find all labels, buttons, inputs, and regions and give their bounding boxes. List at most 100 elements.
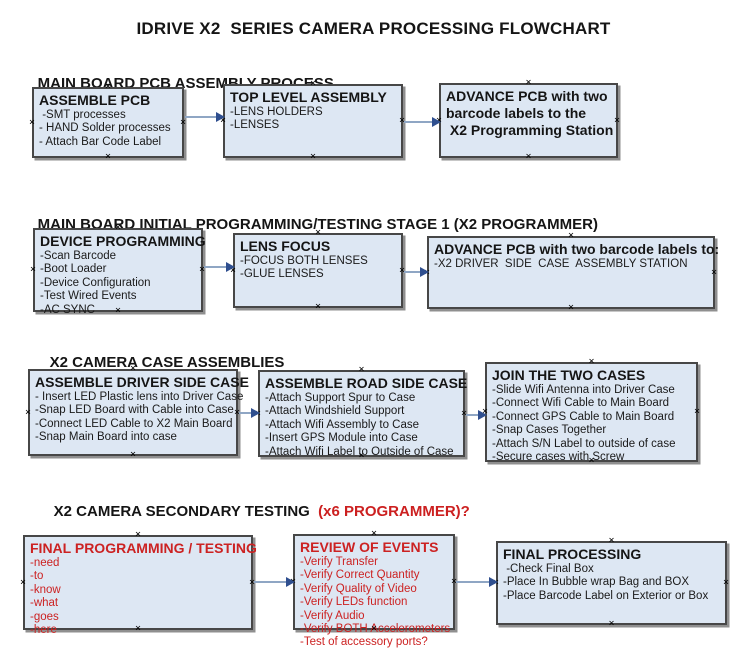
- box-item: -Test Wired Events: [40, 290, 137, 303]
- box-item: -Snap Cases Together: [492, 424, 607, 437]
- glue-point-icon: ×: [613, 114, 620, 126]
- section-heading-red-text: (x6 PROGRAMMER)?: [318, 503, 470, 520]
- box-item: -what: [30, 597, 59, 610]
- flow-box-top-level-assembly[interactable]: TOP LEVEL ASSEMBLY -LENS HOLDERS-LENSES …: [220, 79, 405, 162]
- box-item: -LENSES: [230, 119, 280, 132]
- section-heading-secondary-testing: X2 CAMERA SECONDARY TESTING (x6 PROGRAMM…: [37, 486, 470, 520]
- box-item-list: -Attach Support Spur to Case-Attach Wind…: [265, 392, 461, 459]
- box-item: -Attach S/N Label to outside of case: [492, 437, 676, 450]
- box-item: -Verify Transfer: [300, 556, 378, 568]
- box-item-list: -LENS HOLDERS-LENSES: [230, 106, 399, 133]
- glue-point-icon: ×: [588, 356, 595, 367]
- connector-arrow[interactable]: [456, 577, 498, 587]
- glue-point-icon: ×: [25, 406, 32, 418]
- box-item: -Verify Correct Quantity: [300, 569, 420, 582]
- connector-arrow[interactable]: [404, 117, 441, 127]
- box-title: JOIN THE TWO CASES: [492, 367, 646, 383]
- glue-point-icon: ×: [20, 576, 27, 588]
- connector-arrow[interactable]: [254, 577, 295, 587]
- box-title: ASSEMBLE PCB: [39, 92, 151, 108]
- connector-arrow[interactable]: [185, 112, 225, 122]
- box-item: -Test of accessory ports?: [300, 636, 428, 649]
- box-item-list: -Verify Transfer-Verify Correct Quantity…: [300, 556, 451, 650]
- flow-box-review-of-events[interactable]: REVIEW OF EVENTS -Verify Transfer-Verify…: [290, 529, 457, 649]
- glue-point-icon: ×: [358, 364, 365, 375]
- box-item: -to: [30, 570, 44, 583]
- flow-box-assemble-driver-side-case[interactable]: ASSEMBLE DRIVER SIDE CASE - Insert LED P…: [25, 364, 249, 460]
- box-title: FINAL PROGRAMMING / TESTING: [30, 540, 257, 556]
- box-title: REVIEW OF EVENTS: [300, 539, 439, 555]
- connector-arrow[interactable]: [404, 267, 429, 277]
- flow-box-final-processing[interactable]: FINAL PROCESSING -Check Final Box-Place …: [493, 536, 729, 629]
- box-title: FINAL PROCESSING: [503, 546, 642, 562]
- box-item-list: barcode labels to the X2 Programming Sta…: [446, 105, 614, 139]
- box-item: -Connect GPS Cable to Main Board: [492, 410, 675, 423]
- glue-point-icon: ×: [722, 577, 729, 588]
- connector-arrow[interactable]: [466, 410, 487, 420]
- section-heading-case-assemblies: X2 CAMERA CASE ASSEMBLIES: [33, 337, 285, 371]
- box-item-list: -need-to-know-what-goes-here: [30, 557, 249, 637]
- box-item-list: -FOCUS BOTH LENSES-GLUE LENSES: [240, 255, 399, 282]
- box-item: -Verify Quality of Video: [300, 582, 417, 595]
- box-item: -Scan Barcode: [40, 250, 117, 262]
- box-item: -Attach Support Spur to Case: [265, 392, 416, 404]
- glue-point-icon: ×: [29, 116, 36, 128]
- box-item: -Snap LED Board with Cable into Case: [35, 404, 234, 417]
- glue-point-icon: ×: [130, 449, 137, 460]
- box-item: -Verify BOTH Accelerometers: [300, 623, 451, 636]
- box-item: -Attach Windshield Support: [265, 405, 405, 418]
- glue-point-icon: ×: [315, 301, 322, 312]
- box-item: -Slide Wifi Antenna into Driver Case: [492, 384, 675, 396]
- flow-box-advance-pcb-programming-station[interactable]: ADVANCE PCB with two barcode labels to t…: [436, 78, 620, 162]
- box-title: ADVANCE PCB with two barcode labels to:: [434, 241, 720, 257]
- glue-point-icon: ×: [525, 151, 532, 162]
- glue-point-icon: ×: [710, 266, 717, 278]
- box-item: -Place Barcode Label on Exterior or Box: [503, 589, 709, 602]
- box-item-list: -Scan Barcode-Boot Loader-Device Configu…: [40, 250, 199, 317]
- box-item: - HAND Solder processes: [39, 122, 171, 135]
- box-item-list: -Slide Wifi Antenna into Driver Case-Con…: [492, 384, 694, 464]
- flow-box-advance-pcb-driver-side-station[interactable]: ADVANCE PCB with two barcode labels to: …: [424, 231, 720, 313]
- box-item: -Place In Bubble wrap Bag and BOX: [503, 576, 690, 589]
- glue-point-icon: ×: [693, 406, 700, 417]
- box-title: LENS FOCUS: [240, 238, 331, 254]
- connector-arrow[interactable]: [239, 408, 260, 418]
- flow-box-assemble-road-side-case[interactable]: ASSEMBLE ROAD SIDE CASE -Attach Support …: [255, 365, 467, 461]
- box-item: -Snap Main Board into case: [35, 431, 177, 444]
- box-item: -Boot Loader: [40, 263, 107, 276]
- flow-box-assemble-pcb[interactable]: ASSEMBLE PCB -SMT processes- HAND Solder…: [29, 82, 186, 162]
- glue-point-icon: ×: [371, 528, 378, 539]
- flow-box-lens-focus[interactable]: LENS FOCUS -FOCUS BOTH LENSES-GLUE LENSE…: [230, 228, 405, 312]
- box-item-list: -SMT processes- HAND Solder processes- A…: [39, 109, 180, 149]
- box-item: -Check Final Box: [503, 563, 594, 575]
- glue-point-icon: ×: [568, 302, 575, 313]
- box-item: -here: [30, 624, 57, 637]
- glue-point-icon: ×: [568, 230, 575, 241]
- flow-box-device-programming[interactable]: DEVICE PROGRAMMING -Scan Barcode-Boot Lo…: [30, 223, 206, 316]
- connector-arrow[interactable]: [204, 262, 235, 272]
- box-item: -FOCUS BOTH LENSES: [240, 255, 368, 267]
- glue-point-icon: ×: [525, 77, 532, 88]
- box-item: -Secure cases with Screw: [492, 451, 625, 464]
- box-item: -Attach Wifi Label to Outside of Case: [265, 445, 454, 458]
- box-item: -need: [30, 557, 60, 569]
- glue-point-icon: ×: [179, 116, 186, 128]
- glue-point-icon: ×: [608, 535, 615, 546]
- box-title: ASSEMBLE DRIVER SIDE CASE: [35, 374, 249, 390]
- glue-point-icon: ×: [105, 151, 112, 162]
- box-item-list: -X2 DRIVER SIDE CASE ASSEMBLY STATION: [434, 258, 711, 271]
- flow-box-final-programming-testing[interactable]: FINAL PROGRAMMING / TESTING -need-to-kno…: [20, 530, 257, 637]
- box-item: -Insert GPS Module into Case: [265, 432, 418, 445]
- box-title: ADVANCE PCB with two: [446, 88, 608, 104]
- box-item: -Connect Wifi Cable to Main Board: [492, 397, 670, 410]
- box-item: -Attach Wifi Assembly to Case: [265, 418, 420, 431]
- box-item-list: -Check Final Box-Place In Bubble wrap Ba…: [503, 563, 723, 603]
- flow-box-join-the-two-cases[interactable]: JOIN THE TWO CASES -Slide Wifi Antenna i…: [482, 357, 700, 466]
- box-item: -know: [30, 583, 61, 596]
- box-item: - Attach Bar Code Label: [39, 135, 162, 148]
- box-item-list: - Insert LED Plastic lens into Driver Ca…: [35, 391, 243, 445]
- box-item: X2 Programming Station: [446, 122, 614, 138]
- section-heading-text: X2 CAMERA SECONDARY TESTING: [53, 503, 319, 520]
- glue-point-icon: ×: [135, 529, 142, 540]
